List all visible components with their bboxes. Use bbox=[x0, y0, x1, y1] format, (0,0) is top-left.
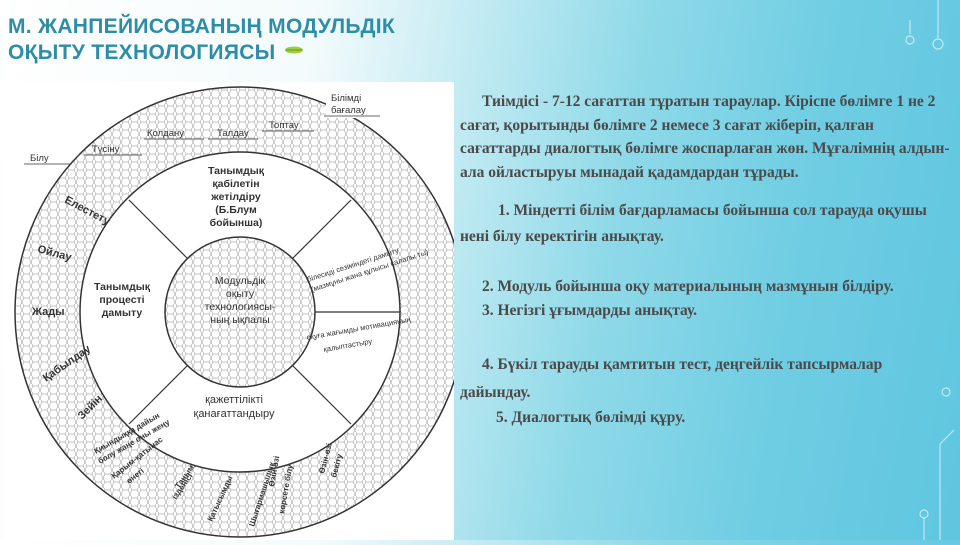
step-2: 2. Модуль бойынша оқу материалының мазмұ… bbox=[482, 278, 894, 295]
step-1: 1. Міндетті білім бағдарламасы бойынша с… bbox=[460, 202, 927, 245]
svg-text:бағалау: бағалау bbox=[331, 105, 366, 116]
svg-text:Жады: Жады bbox=[31, 306, 65, 318]
svg-text:Білімді: Білімді bbox=[331, 93, 361, 104]
intro-paragraph: Тиімдісі - 7-12 сағаттан тұратын тараула… bbox=[460, 93, 950, 181]
svg-text:(Б.Блум: (Б.Блум bbox=[215, 204, 257, 216]
svg-text:жетілдіру: жетілдіру bbox=[210, 191, 261, 203]
svg-text:дамыту: дамыту bbox=[102, 307, 143, 319]
step-4: 4. Бүкіл тарауды қамтитын тест, деңгейлі… bbox=[460, 356, 883, 401]
sector-top-label: Танымдық қабілетін жетілдіру (Б.Блум бой… bbox=[208, 165, 265, 229]
sector-bottom-label: қажеттілікті қанағаттандыру bbox=[194, 394, 275, 420]
svg-text:Танымдық: Танымдық bbox=[208, 165, 265, 177]
title-leaf-icon bbox=[285, 46, 303, 54]
svg-text:процесті: процесті bbox=[99, 294, 144, 306]
svg-text:қанағаттандыру: қанағаттандыру bbox=[194, 408, 275, 420]
svg-text:ның ықпалы: ның ықпалы bbox=[210, 314, 269, 326]
outer-top-labels: Білу Түсіну Қолдану Талдау Топтау Білімд… bbox=[24, 90, 380, 165]
sector-left-label: Танымдық процесті дамыту bbox=[94, 281, 151, 319]
step-3: 3. Негізгі ұғымдарды анықтау. bbox=[482, 302, 698, 319]
title-line-2: ОҚЫТУ ТЕХНОЛОГИЯСЫ bbox=[8, 41, 276, 64]
circuit-decoration-icon bbox=[905, 0, 955, 540]
body-text: Тиімдісі - 7-12 сағаттан тұратын тараула… bbox=[460, 90, 955, 428]
svg-text:қабілетін: қабілетін bbox=[212, 178, 259, 190]
slide-title: М. ЖАНПЕЙИСОВАНЫҢ МОДУЛЬДІК ОҚЫТУ ТЕХНОЛ… bbox=[8, 14, 608, 66]
svg-text:Танымдық: Танымдық bbox=[94, 281, 151, 293]
svg-text:технологиясы-: технологиясы- bbox=[205, 301, 276, 313]
svg-text:Білу: Білу bbox=[30, 153, 49, 164]
svg-text:Модульдік: Модульдік bbox=[215, 275, 266, 287]
svg-text:бойынша): бойынша) bbox=[210, 217, 263, 229]
svg-text:қажеттілікті: қажеттілікті bbox=[205, 394, 263, 406]
module-diagram: Модульдік оқыту технологиясы- ның ықпалы… bbox=[4, 82, 466, 540]
center-label: Модульдік оқыту технологиясы- ның ықпалы bbox=[205, 275, 276, 326]
svg-text:Қолдану: Қолдану bbox=[147, 128, 184, 139]
step-5: 5. Диалогтық бөлімді құру. bbox=[496, 409, 686, 426]
svg-text:Түсіну: Түсіну bbox=[92, 144, 120, 155]
svg-text:Талдау: Талдау bbox=[217, 128, 249, 139]
svg-text:оқыту: оқыту bbox=[226, 288, 255, 300]
svg-text:Топтау: Топтау bbox=[269, 120, 299, 131]
title-line-1: М. ЖАНПЕЙИСОВАНЫҢ МОДУЛЬДІК bbox=[8, 15, 396, 38]
